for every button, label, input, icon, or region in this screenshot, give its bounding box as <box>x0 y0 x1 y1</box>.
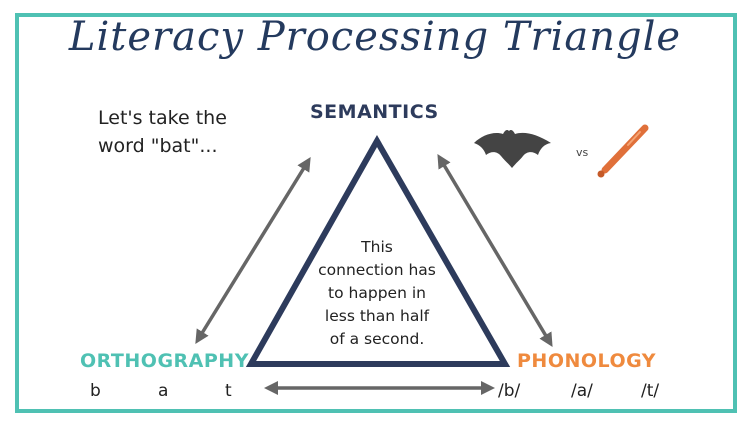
baseball-bat-icon <box>597 124 649 178</box>
phonology-label: PHONOLOGY <box>517 350 657 372</box>
center-line-1: This <box>361 238 393 256</box>
letter-t: t <box>225 381 232 401</box>
semantics-label: SEMANTICS <box>310 101 439 123</box>
vs-label: vs <box>576 146 589 159</box>
left-double-arrow <box>195 157 311 344</box>
center-line-3: to happen in <box>328 284 426 302</box>
phoneme-a: /a/ <box>571 381 593 401</box>
orthography-label: ORTHOGRAPHY <box>80 350 249 372</box>
letter-b: b <box>90 381 101 401</box>
center-line-5: of a second. <box>329 330 425 348</box>
letter-a: a <box>158 381 169 401</box>
bat-animal-icon <box>474 130 551 168</box>
diagram-title: Literacy Processing Triangle <box>68 14 682 60</box>
phoneme-t: /t/ <box>641 381 660 401</box>
center-text: This connection has to happen in less th… <box>312 236 442 351</box>
intro-line-2: word "bat"... <box>98 135 218 157</box>
border-frame <box>15 13 737 413</box>
center-line-4: less than half <box>324 307 430 325</box>
intro-text: Let's take the word "bat"... <box>98 104 227 160</box>
center-line-2: connection has <box>318 261 436 279</box>
intro-line-1: Let's take the <box>98 107 227 129</box>
phoneme-b: /b/ <box>498 381 521 401</box>
right-double-arrow <box>437 153 553 348</box>
